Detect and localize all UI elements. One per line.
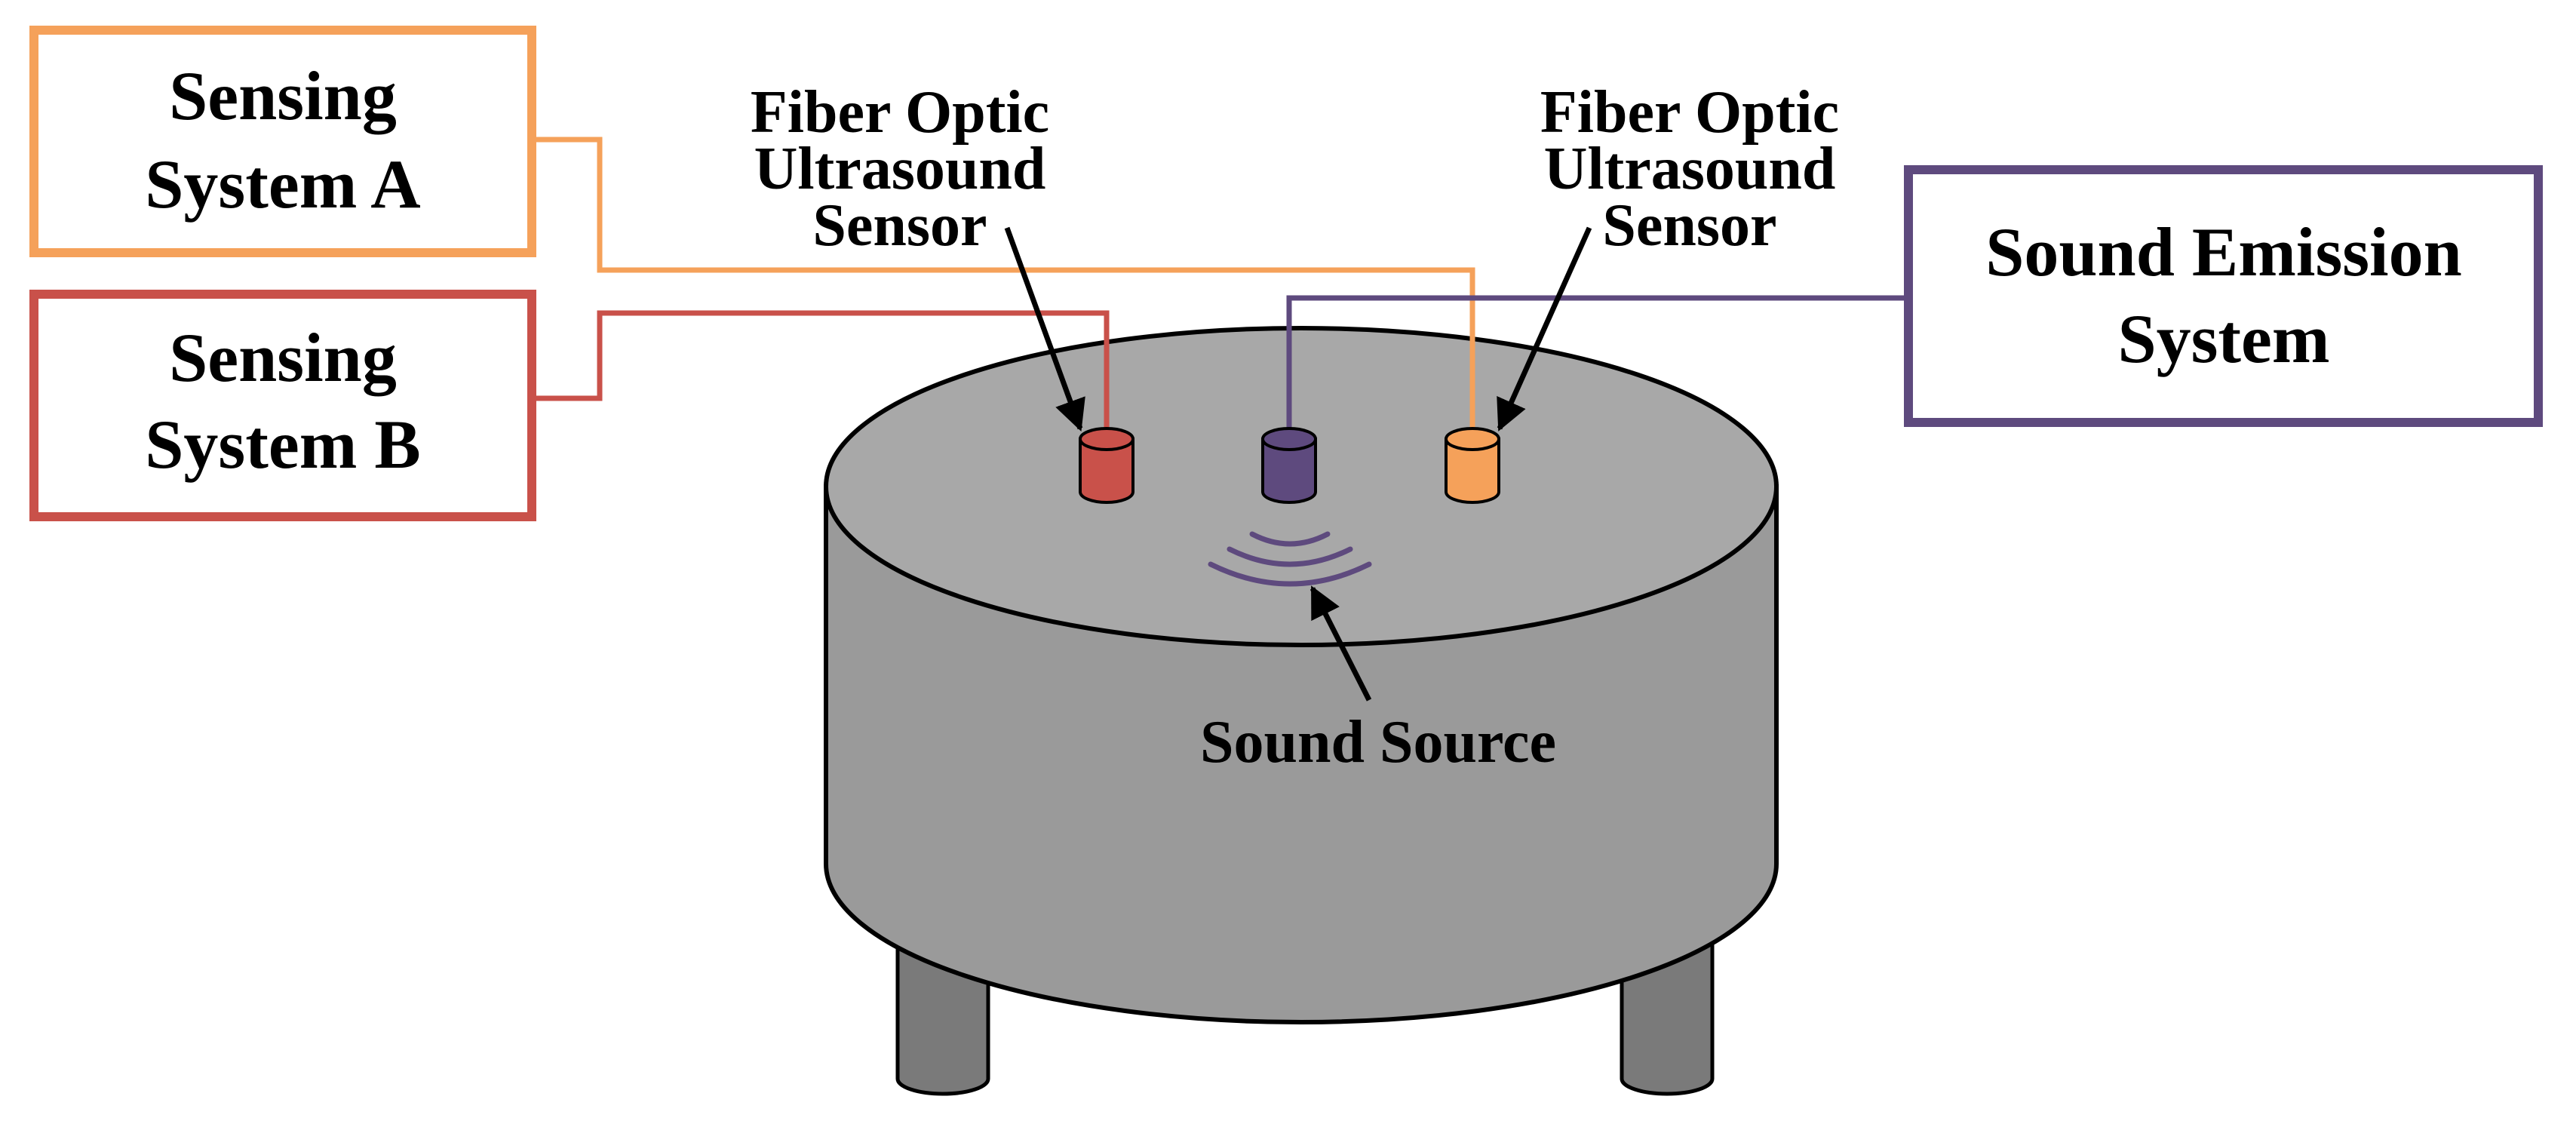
sensing-system-b-box: Sensing System B — [29, 290, 536, 521]
sensor-cylinder-b — [1079, 427, 1134, 504]
emitter-cylinder — [1261, 427, 1317, 504]
sensor-label-left-line2: Ultrasound — [754, 136, 1046, 202]
arrow-left-sensor — [1004, 226, 1085, 431]
sensor-label-right-line3: Sensor — [1602, 192, 1776, 259]
wires — [532, 137, 1916, 441]
sound-emission-line1: Sound Emission — [1985, 213, 2462, 290]
wire-sensing-a — [532, 137, 1475, 441]
wire-emission — [1286, 295, 1916, 441]
sensor-label-left-line1: Fiber Optic — [751, 79, 1049, 146]
sensor-label-right-line2: Ultrasound — [1544, 136, 1836, 202]
arrow-right-sensor — [1497, 226, 1592, 431]
arrow-sound-source — [1309, 585, 1372, 702]
sound-wave-icon — [1208, 531, 1372, 587]
sensing-system-b-line2: System B — [145, 406, 420, 483]
sensing-system-b-line1: Sensing — [169, 319, 397, 396]
sensor-cylinder-a — [1445, 427, 1500, 504]
sensing-system-a-line1: Sensing — [169, 57, 397, 134]
sensor-label-right: Fiber Optic Ultrasound Sensor — [1540, 79, 1839, 259]
sound-emission-line2: System — [2117, 300, 2329, 377]
sound-source-label: Sound Source — [1200, 709, 1556, 775]
arrows — [1004, 226, 1592, 702]
sensor-label-left: Fiber Optic Ultrasound Sensor — [751, 79, 1049, 259]
sound-emission-system-box: Sound Emission System — [1904, 165, 2543, 427]
sensing-system-a-line2: System A — [145, 146, 420, 223]
wire-sensing-b — [532, 310, 1110, 441]
sensing-system-a-box: Sensing System A — [29, 26, 536, 257]
sensor-label-right-line1: Fiber Optic — [1540, 79, 1839, 146]
sensor-label-left-line3: Sensor — [812, 192, 987, 259]
